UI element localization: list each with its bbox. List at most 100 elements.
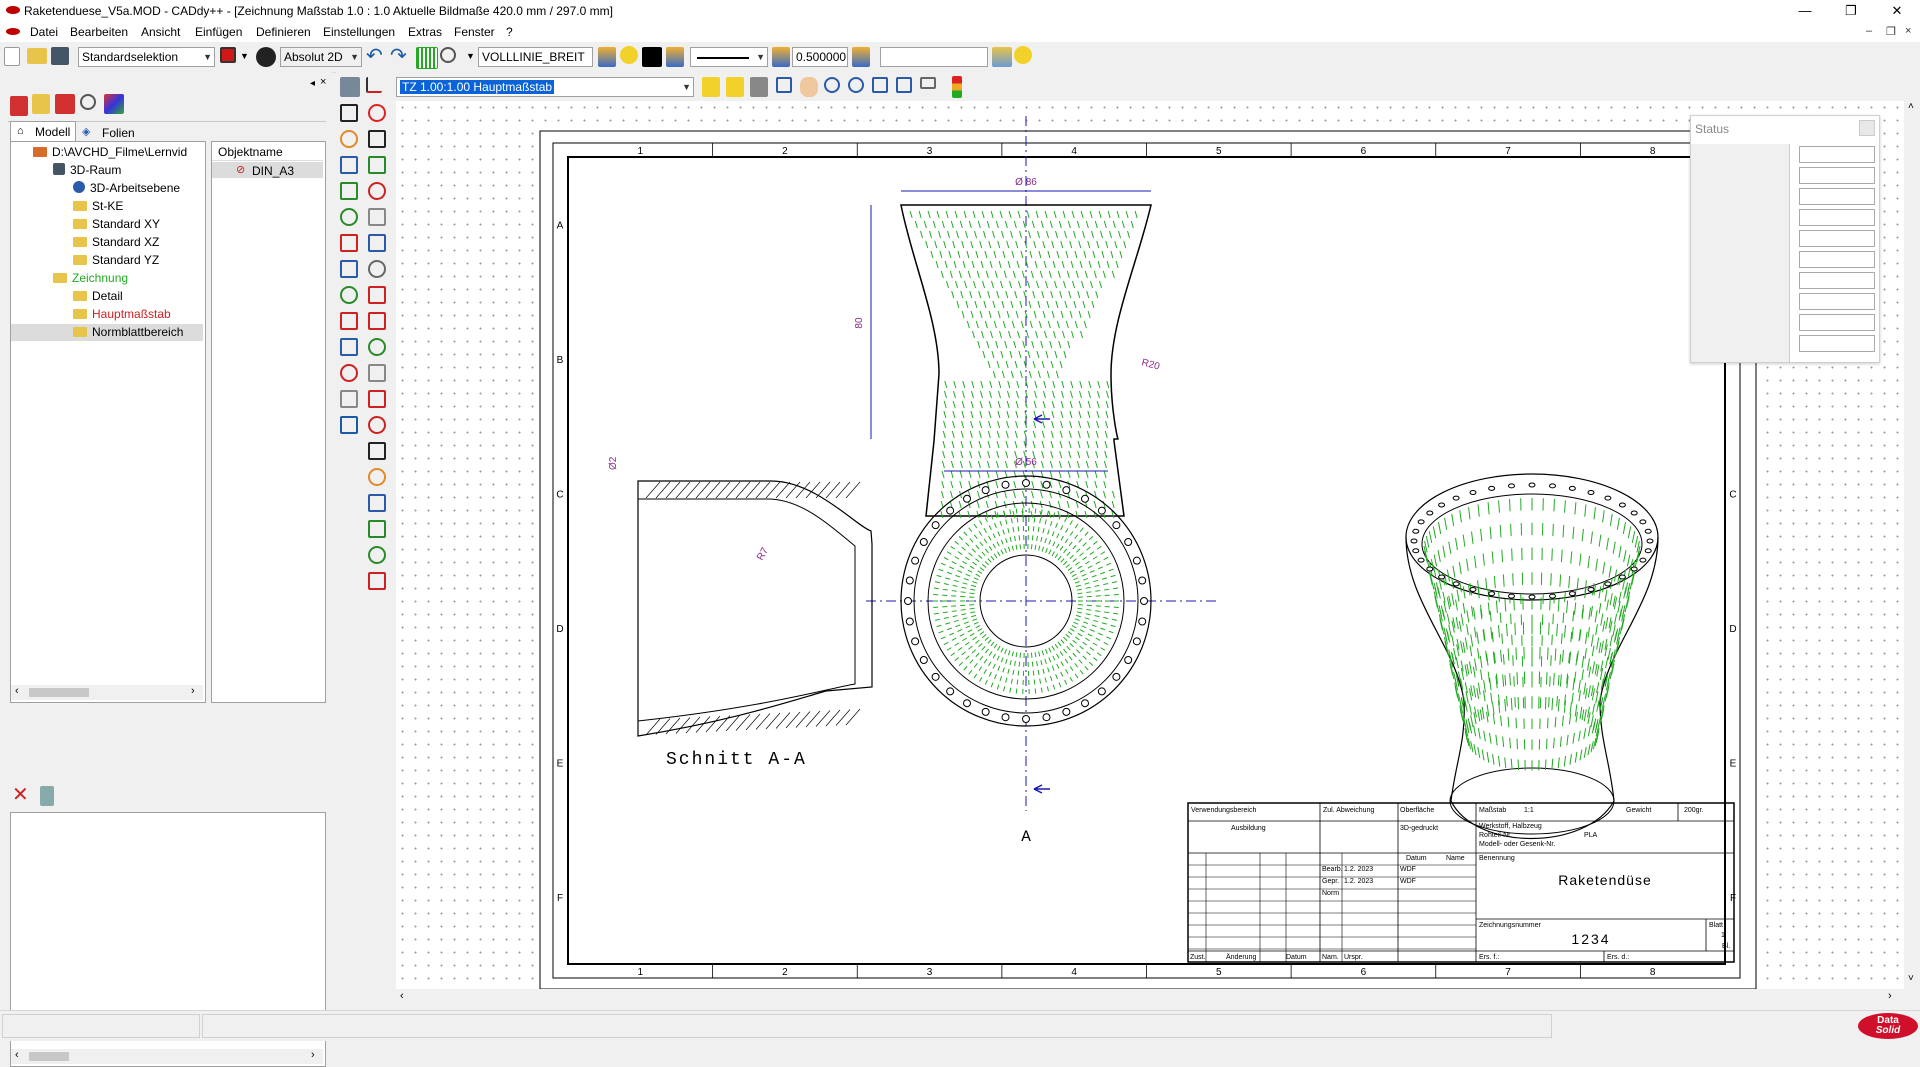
redraw-icon[interactable] xyxy=(920,77,936,89)
close-button[interactable]: ✕ xyxy=(1874,0,1920,22)
folder-new-icon[interactable] xyxy=(32,94,50,114)
menu-definieren[interactable]: Definieren xyxy=(256,25,311,39)
coord-mode-select[interactable]: Absolut 2D▼ xyxy=(280,47,362,67)
arc-icon[interactable] xyxy=(368,572,386,590)
mdi-close-button[interactable]: × xyxy=(1905,25,1911,37)
view-icon[interactable] xyxy=(440,47,456,63)
zoom-window-icon[interactable] xyxy=(776,77,792,93)
chamfer-icon[interactable] xyxy=(368,416,386,434)
save-icon[interactable] xyxy=(51,47,69,65)
copy-icon[interactable] xyxy=(368,208,386,226)
zoom-in-icon[interactable] xyxy=(824,77,840,93)
scroll-left-icon[interactable]: ‹ xyxy=(15,685,19,697)
vertical-scrollbar[interactable]: ˄ ˅ xyxy=(1904,101,1920,989)
mdi-restore-button[interactable]: ❐ xyxy=(1886,25,1896,38)
menu-einfuegen[interactable]: Einfügen xyxy=(195,25,242,39)
menu-bearbeiten[interactable]: Bearbeiten xyxy=(70,25,128,39)
dimension-icon[interactable] xyxy=(340,364,358,382)
ellipse-icon[interactable] xyxy=(340,260,358,278)
minimize-button[interactable]: — xyxy=(1782,0,1828,22)
maximize-button[interactable]: ❐ xyxy=(1828,0,1874,22)
rectangle-icon[interactable] xyxy=(340,182,358,200)
view-select[interactable]: TZ 1.00:1.00 Hauptmaßstab▼ xyxy=(396,77,694,97)
color-black-swatch[interactable] xyxy=(642,47,662,67)
snap-icon[interactable] xyxy=(368,130,386,148)
tab-folien[interactable]: ◈ Folien xyxy=(78,123,140,141)
document-icon[interactable] xyxy=(6,28,20,35)
delete-x-icon[interactable]: ✕ xyxy=(12,786,32,806)
pin-icon[interactable]: ◂ xyxy=(310,78,315,89)
hatch-icon[interactable] xyxy=(340,390,358,408)
scroll-left-icon[interactable]: ‹ xyxy=(15,1049,19,1061)
mirror-icon[interactable] xyxy=(368,286,386,304)
info-icon[interactable] xyxy=(340,416,358,434)
pencil-icon[interactable] xyxy=(340,130,358,148)
line-width-field[interactable]: 0.500000 xyxy=(792,47,848,67)
trim-icon[interactable] xyxy=(368,338,386,356)
layer-stack-icon[interactable] xyxy=(666,47,684,67)
line-style-select[interactable]: ▼ xyxy=(690,47,768,67)
open-folder-icon[interactable] xyxy=(27,48,47,64)
model-icon[interactable] xyxy=(10,96,28,116)
tree-item[interactable]: Zeichnung xyxy=(53,270,128,287)
scroll-right-icon[interactable]: › xyxy=(1888,990,1892,1002)
draw-line-icon[interactable] xyxy=(368,494,386,512)
pick-icon[interactable] xyxy=(366,77,382,93)
layer-icon[interactable] xyxy=(368,156,386,174)
mdi-minimize-button[interactable]: – xyxy=(1866,25,1872,37)
tree-item[interactable]: D:\AVCHD_Filme\Lernvid xyxy=(33,144,187,161)
circle-icon[interactable] xyxy=(368,546,386,564)
panel-close-icon[interactable]: × xyxy=(320,76,326,88)
measure-icon[interactable] xyxy=(750,77,768,97)
status-panel-close-button[interactable] xyxy=(1859,120,1875,136)
selection-mode-select[interactable]: Standardselektion▼ xyxy=(78,47,215,67)
scroll-thumb[interactable] xyxy=(29,688,89,697)
extra-field[interactable] xyxy=(880,47,988,67)
scroll-thumb[interactable] xyxy=(29,1052,69,1061)
rotate-icon[interactable] xyxy=(368,260,386,278)
grid-icon[interactable] xyxy=(416,47,438,69)
new-file-icon[interactable] xyxy=(4,47,20,66)
menu-extras[interactable]: Extras xyxy=(408,25,442,39)
tree-item[interactable]: 3D-Raum xyxy=(53,162,121,179)
menu-einstellungen[interactable]: Einstellungen xyxy=(323,25,395,39)
lightbulb-icon[interactable] xyxy=(620,46,638,64)
object-list-header[interactable]: Objektname xyxy=(212,142,323,161)
text-icon[interactable] xyxy=(340,338,358,356)
pencil-icon[interactable] xyxy=(368,468,386,486)
scale-icon[interactable] xyxy=(368,312,386,330)
print-icon[interactable] xyxy=(340,77,360,97)
zoom-out-icon[interactable] xyxy=(848,77,864,93)
properties-scrollbar[interactable]: ‹ › xyxy=(11,1049,323,1064)
scroll-down-icon[interactable]: ˅ xyxy=(1908,973,1914,984)
drawing-canvas[interactable]: 1122334455667788AABBCCDDEEFF Ø 86 80 R20… xyxy=(396,101,1904,989)
horizontal-scrollbar[interactable]: ‹ › xyxy=(396,989,1904,1006)
circle-icon[interactable] xyxy=(340,208,358,226)
tab-modell[interactable]: ⌂ Modell xyxy=(10,121,76,141)
marker-icon[interactable] xyxy=(726,77,744,97)
move-icon[interactable] xyxy=(368,234,386,252)
delete-folder-icon[interactable] xyxy=(55,94,75,114)
fillet-icon[interactable] xyxy=(368,390,386,408)
scroll-right-icon[interactable]: › xyxy=(191,685,195,697)
menu-ansicht[interactable]: Ansicht xyxy=(141,25,180,39)
tree-scrollbar[interactable]: ‹ › xyxy=(11,685,203,700)
list-item[interactable]: ⊘ DIN_A3 xyxy=(212,162,323,178)
zoom-all-icon[interactable] xyxy=(872,77,888,93)
rectangle-icon[interactable] xyxy=(368,520,386,538)
spline-icon[interactable] xyxy=(340,312,358,330)
line-width-icon[interactable] xyxy=(772,47,790,67)
pen-layer-icon[interactable] xyxy=(852,47,870,67)
draw-line-icon[interactable] xyxy=(340,156,358,174)
undo-icon[interactable]: ↶ xyxy=(366,47,386,67)
properties-icon[interactable] xyxy=(40,786,54,806)
tree-item[interactable]: Standard XZ xyxy=(73,234,159,251)
tree-item[interactable]: 3D-Arbeitsebene xyxy=(73,180,180,197)
eraser-icon[interactable] xyxy=(368,104,386,122)
menu-datei[interactable]: Datei xyxy=(30,25,58,39)
scroll-left-icon[interactable]: ‹ xyxy=(400,990,404,1002)
tree-item[interactable]: Standard YZ xyxy=(73,252,159,269)
zoom-previous-icon[interactable] xyxy=(896,77,912,93)
layer-icon[interactable] xyxy=(598,47,616,67)
